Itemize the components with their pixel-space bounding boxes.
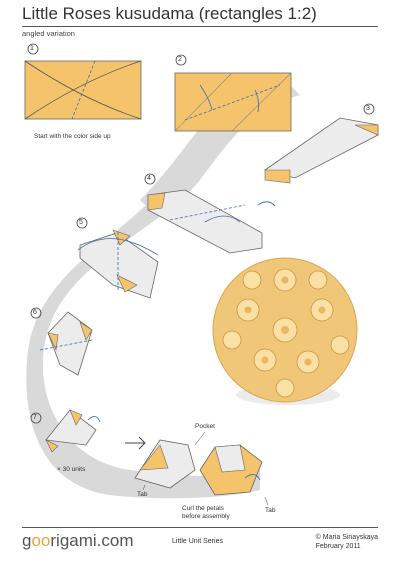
- tab-left-label: Tab: [137, 491, 148, 498]
- page-title: Little Roses kusudama (rectangles 1:2): [22, 4, 317, 23]
- step-number-5: 5: [79, 219, 83, 226]
- footer-divider: [22, 527, 378, 528]
- page-subtitle: angled variation: [22, 29, 75, 38]
- series-name: Little Unit Series: [172, 538, 223, 545]
- step-1-diagram: [24, 43, 142, 120]
- units-note: × 30 units: [57, 466, 86, 473]
- curl-note-line2: before assembly: [182, 513, 230, 520]
- kusudama-photo: [212, 257, 358, 405]
- step-number-6: 6: [33, 309, 37, 316]
- final-unit-diagram: [134, 431, 269, 506]
- curl-note-line1: Curl the petals: [182, 505, 224, 512]
- step-number-2: 2: [178, 56, 182, 63]
- arrow-icon: [125, 436, 146, 450]
- tab-right-label: Tab: [265, 507, 276, 514]
- step-5-diagram: [76, 217, 159, 299]
- header-divider: [22, 26, 378, 27]
- step-number-1: 1: [30, 45, 34, 52]
- publish-date: February 2011: [315, 543, 361, 550]
- step-3-diagram: [264, 103, 379, 184]
- site-logo[interactable]: goorigami.com: [22, 531, 134, 550]
- start-note: Start with the color side up: [34, 133, 111, 140]
- author-name: © Maria Sinayskaya: [315, 534, 378, 541]
- pocket-label: Pocket: [195, 423, 215, 430]
- step-number-4: 4: [147, 175, 151, 182]
- step-6-diagram: [30, 307, 93, 376]
- swoosh-path: [26, 85, 300, 499]
- step-2-diagram: [174, 54, 292, 132]
- author-credit: © Maria Sinayskaya February 2011: [316, 533, 378, 551]
- step-number-3: 3: [366, 105, 370, 112]
- step-number-7: 7: [33, 414, 37, 421]
- step-4-diagram: [144, 173, 276, 254]
- step-7-diagram: [30, 409, 101, 453]
